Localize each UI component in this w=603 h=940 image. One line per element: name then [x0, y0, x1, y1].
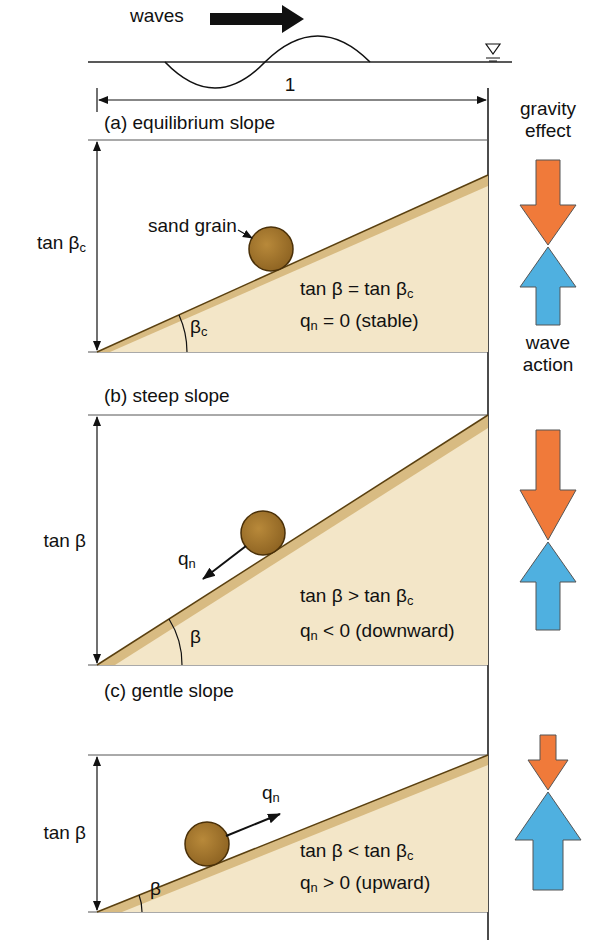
angle-label: βc	[190, 316, 207, 338]
dimension-label: 1	[285, 74, 296, 96]
angle-label: β	[150, 878, 161, 900]
panel-title: (a) equilibrium slope	[104, 112, 275, 134]
dimension-tick	[96, 88, 97, 112]
direction-label: waves	[130, 5, 184, 27]
force-arrows	[515, 160, 581, 890]
height-label: tan β	[43, 822, 86, 844]
vector-label: qn	[262, 782, 280, 804]
force-label: gravity effect	[503, 98, 593, 142]
condition-label: tan β < tan βc	[300, 840, 413, 862]
angle-label: β	[190, 626, 201, 648]
wave-direction-arrow	[210, 5, 304, 33]
dimension-line	[99, 99, 486, 100]
condition-label: tan β > tan βc	[300, 585, 413, 607]
transport-label: qn < 0 (downward)	[300, 620, 455, 642]
condition-label: tan β = tan βc	[300, 278, 413, 300]
wave-profile	[165, 36, 370, 88]
transport-label: qn > 0 (upward)	[300, 872, 430, 894]
water-level-symbol	[486, 44, 500, 61]
equilibrium-slope-panel	[88, 140, 488, 352]
height-label: tan βc	[37, 232, 86, 254]
water-line	[88, 61, 512, 62]
force-label: wave action	[503, 332, 593, 376]
part-label: sand grain	[148, 215, 237, 237]
vector-label: qn	[178, 548, 196, 570]
steep-slope-panel	[88, 415, 488, 665]
transport-label: qn = 0 (stable)	[300, 310, 419, 332]
panel-title: (b) steep slope	[104, 385, 230, 407]
gentle-slope-panel	[88, 755, 488, 912]
height-label: tan β	[43, 530, 86, 552]
panel-title: (c) gentle slope	[104, 680, 234, 702]
